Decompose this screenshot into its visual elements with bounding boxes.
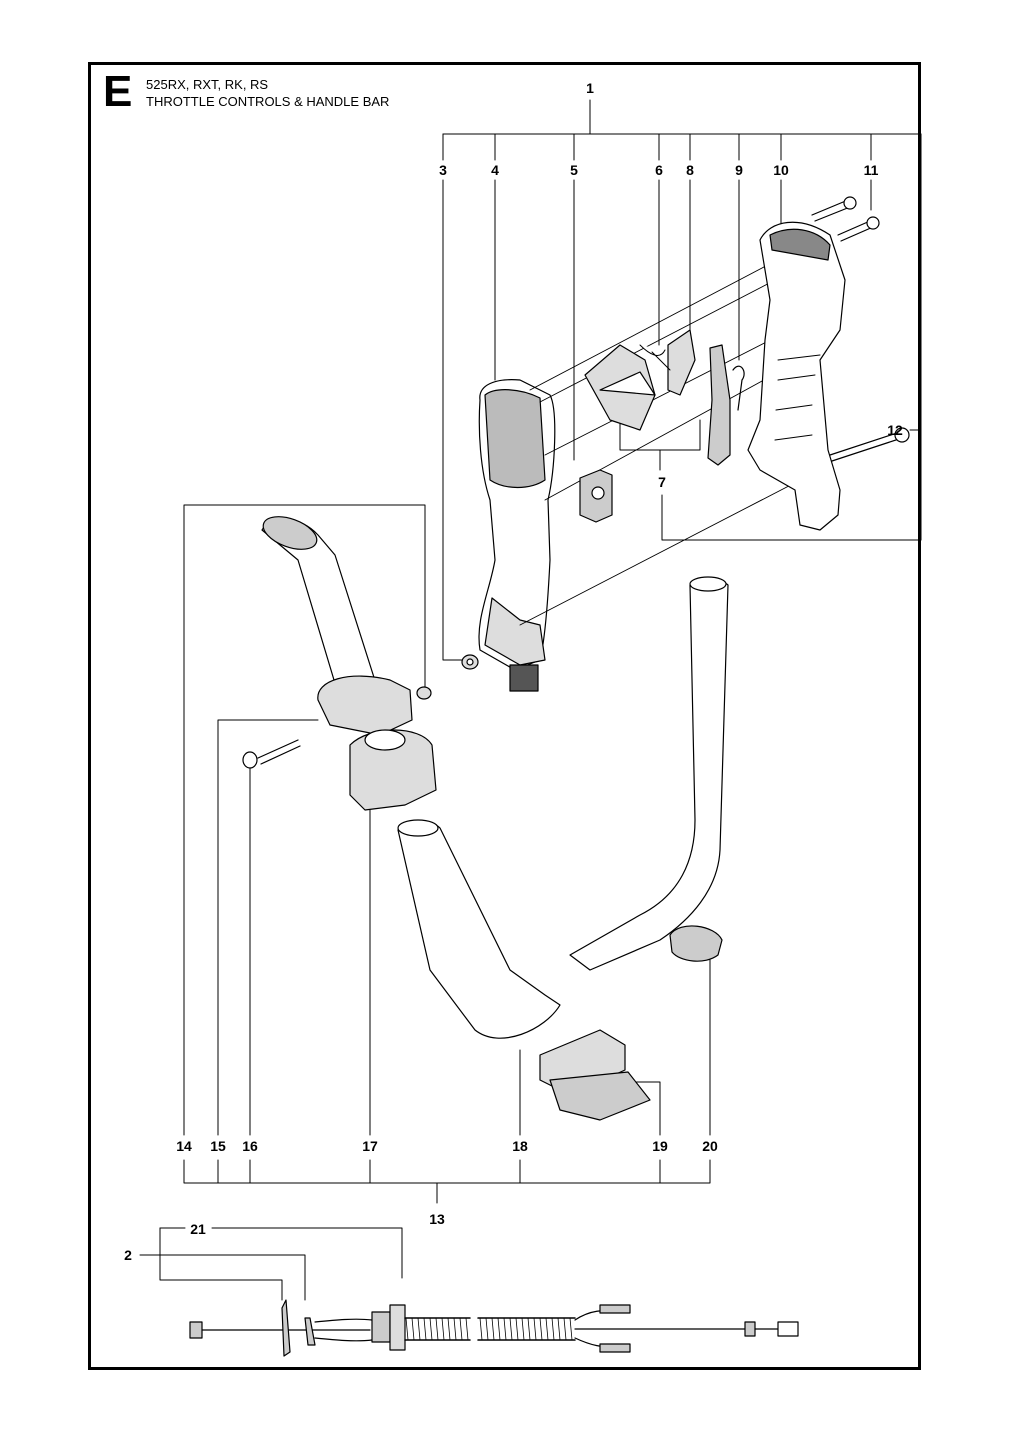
callout-2: 2 [124, 1247, 132, 1263]
guide-lines [519, 247, 816, 626]
callout-18: 18 [512, 1138, 528, 1154]
callout-7: 7 [658, 474, 666, 490]
leader-lines [139, 99, 922, 1301]
callout-5: 5 [570, 162, 578, 178]
handle-housing-left [478, 379, 556, 692]
handle-housing-right [747, 221, 846, 531]
nut [416, 654, 479, 700]
diagram-frame [88, 62, 921, 1370]
screws [242, 196, 910, 769]
model-list: 525RX, RXT, RK, RS [146, 77, 269, 92]
tube-clamp [539, 1029, 651, 1121]
spring-coil [405, 1317, 573, 1341]
callout-11: 11 [863, 162, 879, 178]
callout-20: 20 [702, 1138, 718, 1154]
throttle-trigger [584, 329, 696, 431]
handle-clamp [349, 729, 437, 811]
callout-13: 13 [429, 1211, 445, 1227]
callout-15: 15 [210, 1138, 226, 1154]
handle-bar-tube [397, 576, 729, 1039]
callout-17: 17 [362, 1138, 378, 1154]
callout-4: 4 [491, 162, 499, 178]
callout-16: 16 [242, 1138, 258, 1154]
callout-12: 12 [887, 422, 903, 438]
callout-14: 14 [176, 1138, 192, 1154]
section-letter: E [103, 67, 133, 116]
callout-8: 8 [686, 162, 694, 178]
left-grip [261, 516, 413, 736]
callout-19: 19 [652, 1138, 668, 1154]
diagram-title: THROTTLE CONTROLS & HANDLE BAR [146, 94, 390, 109]
callout-9: 9 [735, 162, 743, 178]
callout-21: 21 [190, 1221, 206, 1237]
stop-switch [579, 469, 613, 523]
cable-lever [707, 344, 745, 466]
callout-10: 10 [773, 162, 789, 178]
callout-6: 6 [655, 162, 663, 178]
callout-1: 1 [586, 80, 594, 96]
knob [669, 925, 723, 962]
throttle-cable [189, 1299, 799, 1357]
callout-3: 3 [439, 162, 447, 178]
